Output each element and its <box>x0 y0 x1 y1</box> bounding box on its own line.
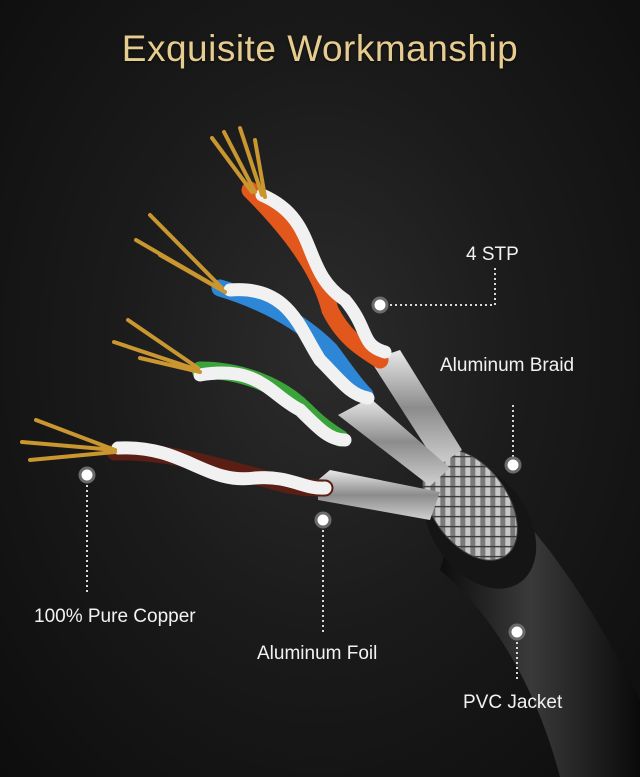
stp-marker <box>371 296 389 314</box>
foil-sheath-1 <box>370 350 462 466</box>
foil-sheath-3 <box>318 470 440 520</box>
page-title: Exquisite Workmanship <box>121 28 519 69</box>
copper-strands-3 <box>112 318 202 374</box>
callout-4-stp: 4 STP <box>466 244 519 265</box>
copper-strands-1 <box>210 126 267 199</box>
foil-sheath-2 <box>338 398 450 486</box>
copper-strands-4 <box>20 418 117 462</box>
wire-pair-orange <box>241 181 389 369</box>
foil-marker <box>314 511 332 529</box>
copper-strands-2 <box>134 213 227 294</box>
copper-marker <box>78 466 96 484</box>
pvc-marker <box>508 623 526 641</box>
callout-aluminum-braid: Aluminum Braid <box>440 355 575 376</box>
callout-pure-copper: 100% Pure Copper <box>34 606 196 627</box>
callout-pvc-jacket: PVC Jacket <box>463 692 563 713</box>
wire-pair-blue <box>211 279 374 404</box>
stp-leader <box>380 268 496 306</box>
braid-marker <box>504 456 522 474</box>
callout-aluminum-foil: Aluminum Foil <box>257 643 378 664</box>
